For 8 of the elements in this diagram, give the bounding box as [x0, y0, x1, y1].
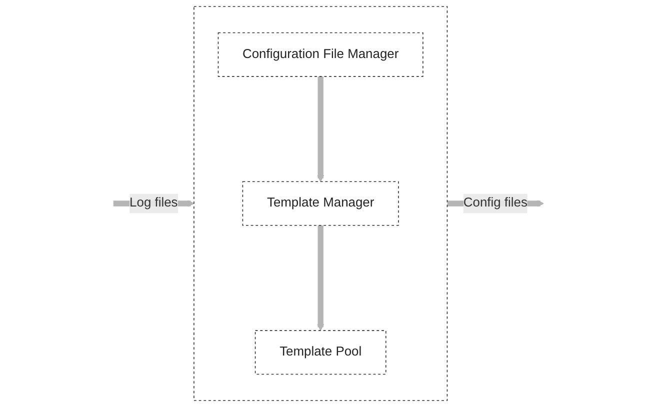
node-box: Template Pool [254, 330, 386, 375]
arrow [317, 225, 324, 331]
edge-label: Config files [463, 196, 528, 210]
node-box: Template Manager [242, 181, 399, 226]
arrow [317, 76, 324, 182]
edge-label: Log files [130, 196, 178, 210]
node-box: Configuration File Manager [218, 32, 424, 77]
cluster [194, 6, 448, 401]
